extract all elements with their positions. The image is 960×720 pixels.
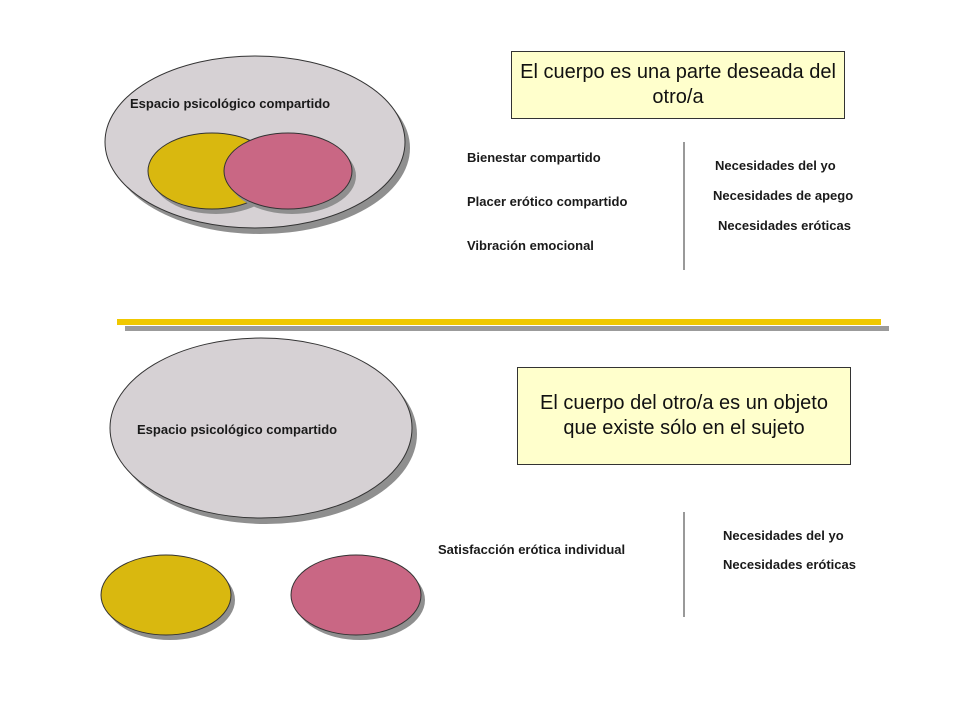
bottom-yellow-ellipse [100,554,232,636]
divider-bar [117,319,881,325]
top-right-item-3: Necesidades eróticas [718,218,851,233]
top-pink-ellipse [223,132,353,210]
divider-shadow [125,326,889,331]
top-space-label: Espacio psicológico compartido [130,96,331,111]
top-left-item-3: Vibración emocional [467,238,594,253]
bottom-concept-text: El cuerpo del otro/a es un objeto que ex… [540,392,828,439]
top-left-item-2: Placer erótico compartido [467,194,628,209]
bottom-right-item-2: Necesidades eróticas [723,557,856,572]
top-right-item-1: Necesidades del yo [715,158,836,173]
bottom-concept-box: El cuerpo del otro/a es un objeto que ex… [517,367,851,465]
top-concept-text: El cuerpo es una parte deseada del otro/… [520,61,836,108]
top-left-item-1: Bienestar compartido [467,150,601,165]
top-concept-box: El cuerpo es una parte deseada del otro/… [511,51,845,119]
bottom-pink-ellipse [290,554,422,636]
bottom-space-label: Espacio psicológico compartido [137,422,338,437]
bottom-right-item-1: Necesidades del yo [723,528,844,543]
top-right-item-2: Necesidades de apego [713,188,854,203]
bottom-space-ellipse [109,337,413,519]
bottom-left-item-1: Satisfacción erótica individual [438,542,626,557]
